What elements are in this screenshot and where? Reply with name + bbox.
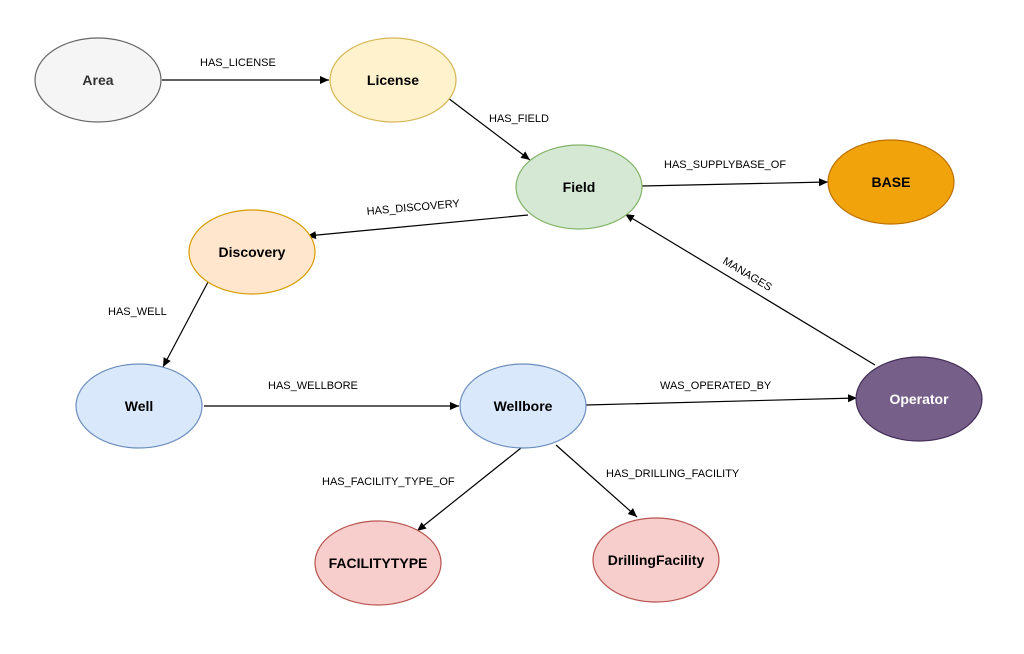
node-drillingfacility-label: DrillingFacility — [608, 552, 705, 568]
node-area-shape — [34, 37, 162, 123]
node-discovery[interactable]: Discovery — [188, 209, 316, 295]
edge-label-has-discovery: HAS_DISCOVERY — [366, 198, 461, 218]
edge-label-has-well: HAS_WELL — [108, 306, 167, 318]
node-wellbore-label: Wellbore — [494, 398, 553, 414]
node-facilitytype-shape — [314, 520, 442, 606]
node-license-label: License — [367, 72, 419, 88]
node-operator-label: Operator — [889, 391, 949, 407]
node-well-label: Well — [125, 398, 154, 414]
edge-has-facility-type-of[interactable]: HAS_FACILITY_TYPE_OF — [322, 447, 522, 532]
edge-has-supplybase-of[interactable]: HAS_SUPPLYBASE_OF — [641, 159, 829, 187]
edge-label-has-license: HAS_LICENSE — [200, 57, 276, 69]
node-area[interactable]: Area — [34, 37, 162, 123]
node-base-label: BASE — [872, 174, 911, 190]
node-operator-shape — [855, 356, 983, 442]
edge-label-was-operated-by: WAS_OPERATED_BY — [660, 380, 772, 392]
edges: HAS_LICENSE HAS_FIELD HAS_SUPPLYBASE_OF … — [108, 57, 876, 532]
node-field-label: Field — [563, 179, 596, 195]
node-discovery-label: Discovery — [219, 244, 286, 260]
node-facilitytype[interactable]: FACILITYTYPE — [314, 520, 442, 606]
edge-was-operated-by[interactable]: WAS_OPERATED_BY — [585, 380, 858, 406]
edge-label-has-field: HAS_FIELD — [489, 113, 549, 125]
node-license[interactable]: License — [329, 37, 457, 123]
node-operator[interactable]: Operator — [855, 356, 983, 442]
node-wellbore-shape — [459, 363, 587, 449]
node-well-shape — [75, 363, 203, 449]
edge-has-well[interactable]: HAS_WELL — [108, 281, 209, 368]
node-base[interactable]: BASE — [827, 139, 955, 225]
edge-label-has-supplybase-of: HAS_SUPPLYBASE_OF — [664, 159, 786, 171]
edge-label-has-facility-type-of: HAS_FACILITY_TYPE_OF — [322, 476, 455, 488]
node-wellbore[interactable]: Wellbore — [459, 363, 587, 449]
node-facilitytype-label: FACILITYTYPE — [329, 555, 428, 571]
edge-label-has-drilling-facility: HAS_DRILLING_FACILITY — [606, 468, 740, 480]
edge-label-has-wellbore: HAS_WELLBORE — [268, 380, 358, 392]
edge-has-discovery[interactable]: HAS_DISCOVERY — [306, 198, 529, 240]
node-license-shape — [329, 37, 457, 123]
node-discovery-shape — [188, 209, 316, 295]
node-field-shape — [515, 144, 643, 230]
edge-has-field[interactable]: HAS_FIELD — [447, 97, 549, 161]
edge-has-license[interactable]: HAS_LICENSE — [162, 57, 329, 84]
node-base-shape — [827, 139, 955, 225]
node-well[interactable]: Well — [75, 363, 203, 449]
node-drillingfacility-shape — [592, 517, 720, 603]
node-drillingfacility[interactable]: DrillingFacility — [592, 517, 720, 603]
node-field[interactable]: Field — [515, 144, 643, 230]
edge-has-wellbore[interactable]: HAS_WELLBORE — [204, 380, 459, 410]
nodes: Area License Field BASE Discovery Well W… — [34, 37, 983, 606]
edge-manages[interactable]: MANAGES — [624, 213, 876, 366]
edge-has-drilling-facility[interactable]: HAS_DRILLING_FACILITY — [555, 444, 740, 518]
node-area-label: Area — [82, 72, 113, 88]
